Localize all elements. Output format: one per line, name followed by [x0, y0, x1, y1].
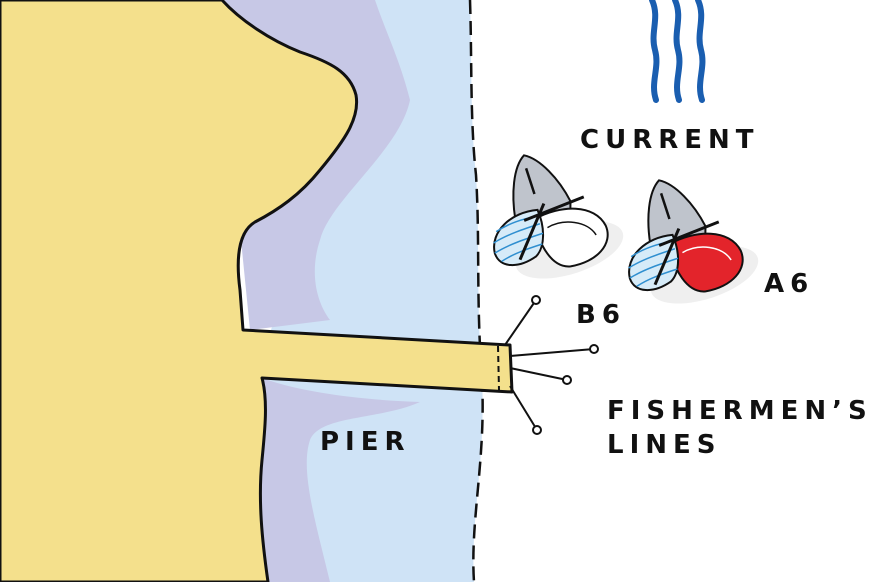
boat-b6-label: B6	[576, 300, 626, 330]
pier-label: PIER	[320, 427, 411, 457]
shallow-water-band	[210, 0, 410, 330]
fishermens-lines-label-line1: FISHERMEN’S	[607, 396, 873, 426]
current-label: CURRENT	[580, 125, 760, 155]
current-waves-icon	[649, 0, 706, 103]
land	[0, 0, 514, 582]
boat-a6-label: A6	[764, 269, 815, 299]
fishermens-lines-label: FISHERMEN’S LINES	[607, 394, 873, 462]
sailboat-icon	[628, 179, 759, 304]
sailboat-icon	[493, 154, 624, 279]
shoreline-dash	[468, 0, 484, 582]
pier-end-dash	[497, 345, 500, 391]
fishermens-lines-label-line2: LINES	[607, 430, 722, 460]
shallow-water-band-lower	[250, 378, 420, 582]
fishing-line-icon	[504, 295, 599, 435]
